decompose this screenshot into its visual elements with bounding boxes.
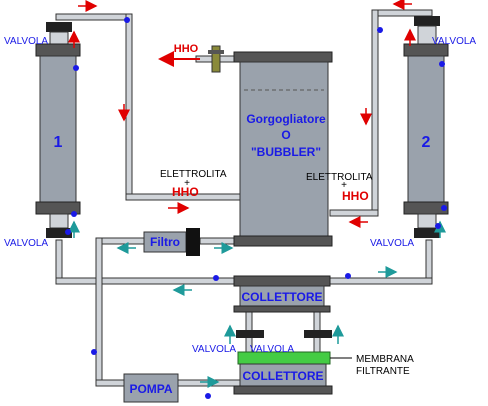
flow-dot — [345, 273, 351, 279]
valvola-mid-left-label: VALVOLA — [4, 238, 48, 249]
bubbler-label-line3: "BUBBLER" — [251, 145, 321, 159]
valve-bottom-right — [304, 330, 332, 338]
flow-dot — [441, 205, 447, 211]
bubbler-label-line1: Gorgogliatore — [246, 112, 326, 126]
valve-bottom-left — [236, 330, 264, 338]
flow-dot — [91, 349, 97, 355]
collector-bottom: COLLETTORE — [233, 351, 333, 395]
hho-left-label: HHO — [172, 185, 199, 199]
flow-dot — [213, 275, 219, 281]
valve-mid-right — [414, 228, 440, 238]
liquid-flow-arrows — [68, 220, 446, 388]
elettrolita-left-label: ELETTROLITA — [160, 169, 227, 180]
bubbler-tank: Gorgogliatore O "BUBBLER" — [233, 51, 333, 247]
flow-dot — [205, 393, 211, 399]
valvola-top-left-label: VALVOLA — [4, 36, 48, 47]
flow-dot — [435, 223, 441, 229]
plus-right-label: + — [341, 180, 347, 191]
tank-1-label: 1 — [54, 134, 63, 151]
tank-2-label: 2 — [422, 134, 431, 151]
flow-dot — [71, 211, 77, 217]
gas-flow-arrows — [68, 0, 416, 228]
valvola-top-right-label: VALVOLA — [432, 36, 476, 47]
bubbler-label-line2: O — [281, 128, 290, 142]
filtro-label: Filtro — [150, 235, 180, 249]
filter-unit: Filtro — [143, 228, 200, 256]
pump-unit: POMPA — [123, 373, 179, 403]
collettore-bottom-label: COLLETTORE — [242, 369, 323, 383]
hho-outlet: HHO — [158, 43, 224, 73]
valvola-bottom-right-label: VALVOLA — [250, 344, 294, 355]
valve-mid-left — [46, 228, 72, 238]
plus-left-label: + — [184, 178, 190, 189]
electrolyzer-tank-1: 1 — [35, 22, 81, 238]
membrana-label-line2: FILTRANTE — [356, 366, 410, 377]
flow-dot — [377, 27, 383, 33]
valve-top-right — [414, 16, 440, 26]
elettrolita-right-label: ELETTROLITA — [306, 172, 373, 183]
valvola-mid-right-label: VALVOLA — [370, 238, 414, 249]
flow-dot — [124, 17, 130, 23]
valve-top-left — [46, 22, 72, 32]
electrolyzer-tank-2: 2 — [403, 16, 449, 238]
collector-top: COLLETTORE — [233, 275, 331, 313]
membrana-label-line1: MEMBRANA — [356, 354, 414, 365]
hho-right-label: HHO — [342, 189, 369, 203]
collettore-top-label: COLLETTORE — [241, 290, 322, 304]
flow-dot — [65, 229, 71, 235]
pompa-label: POMPA — [129, 382, 172, 396]
flow-dot — [73, 65, 79, 71]
flow-dot — [439, 61, 445, 67]
flow-dots — [65, 17, 447, 399]
hho-out-label: HHO — [174, 43, 199, 55]
valvola-bottom-left-label: VALVOLA — [192, 344, 236, 355]
